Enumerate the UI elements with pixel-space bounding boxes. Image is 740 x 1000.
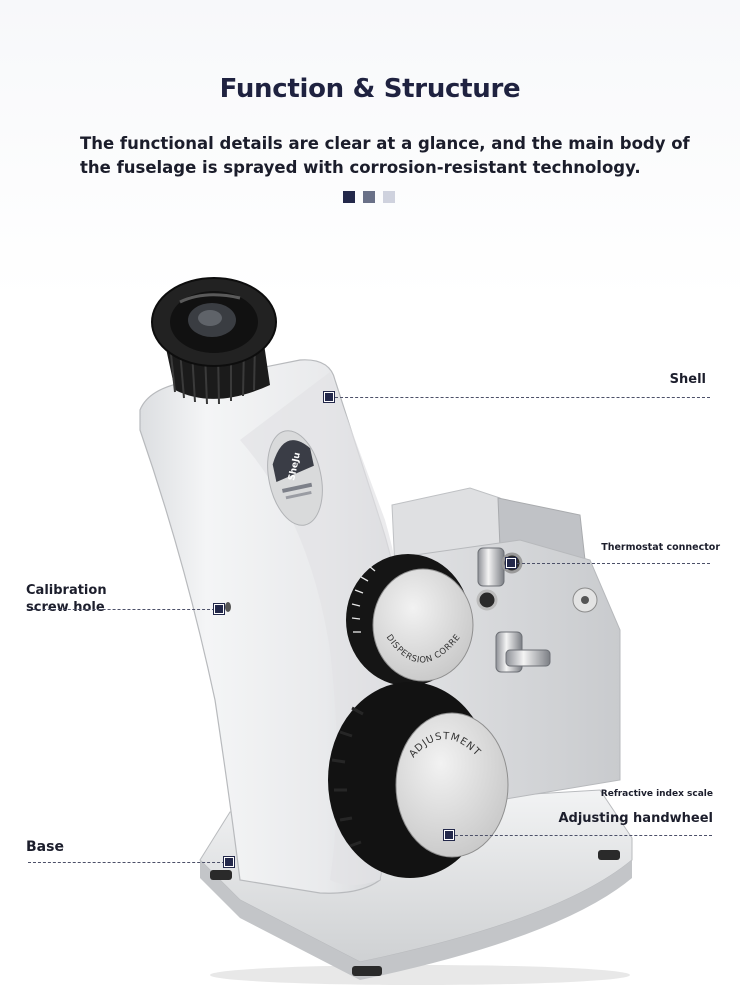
page-subtitle: The functional details are clear at a gl… [80,134,690,177]
label-thermostat-connector: Thermostat connector [601,542,720,553]
marker-adjusting [444,830,454,840]
leader-calibration [28,609,220,610]
calibration-hole [225,602,231,612]
label-base: Base [26,839,64,855]
marker-base [224,857,234,867]
page-title: Function & Structure [219,74,521,104]
leader-base [28,862,230,863]
eyepiece [151,277,277,405]
adjusting-knob: ADJUSTMENT [328,682,509,878]
marker-calibration [214,604,224,614]
label-adjusting-handwheel: Adjusting handwheel [558,811,713,826]
dot-dark [343,191,355,203]
marker-shell [324,392,334,402]
refractometer-image: SheJu DISPERSION CORRECTION [0,240,633,985]
label-shell: Shell [669,372,706,387]
decorative-dots [343,191,395,203]
label-refractive-index-scale: Refractive index scale [600,789,713,799]
dot-mid [363,191,375,203]
dot-light [383,191,395,203]
label-calibration-screw-hole: Calibration screw hole [26,583,107,615]
marker-thermostat [506,558,516,568]
leader-shell [330,397,710,398]
leader-adjusting [450,835,712,836]
leader-thermostat [512,563,710,564]
